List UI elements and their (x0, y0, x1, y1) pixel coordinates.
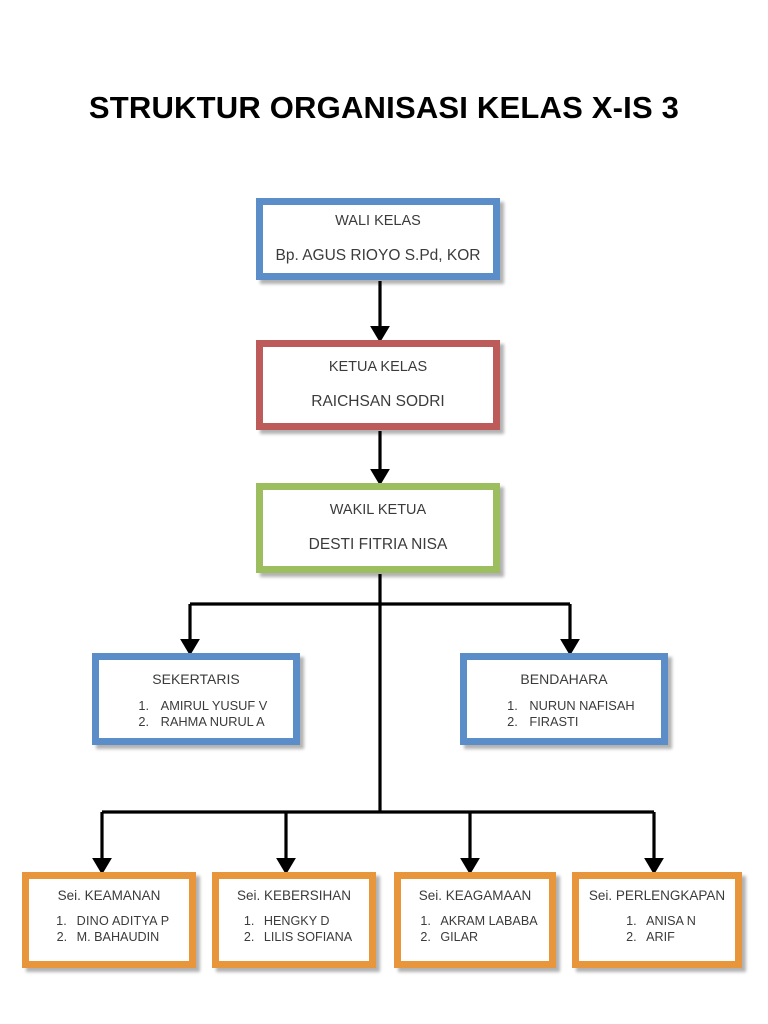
member-list: DINO ADITYA PM. BAHAUDIN (49, 913, 170, 945)
node-role: Sei. KEAGAMAAN (418, 888, 532, 903)
node-role: Sei. KEAMANAN (57, 888, 161, 903)
member-item: NURUN NAFISAH (521, 698, 634, 714)
node-sei-keamanan[interactable]: Sei. KEAMANAN DINO ADITYA PM. BAHAUDIN (22, 872, 196, 968)
member-item: ANISA N (640, 913, 696, 929)
node-ketua-kelas[interactable]: KETUA KELAS RAICHSAN SODRI (256, 340, 500, 430)
member-item: FIRASTI (521, 714, 634, 730)
member-list: ANISA NARIF (618, 913, 696, 945)
member-item: ARIF (640, 929, 696, 945)
member-item: M. BAHAUDIN (71, 929, 170, 945)
node-role: SEKERTARIS (152, 671, 240, 687)
member-item: AKRAM LABABA (434, 913, 537, 929)
node-role: KETUA KELAS (328, 358, 428, 375)
node-role: Sei. KEBERSIHAN (236, 888, 352, 903)
node-sekertaris[interactable]: SEKERTARIS AMIRUL YUSUF VRAHMA NURUL A (92, 653, 300, 745)
member-list: HENGKY DLILIS SOFIANA (236, 913, 352, 945)
member-item: HENGKY D (258, 913, 352, 929)
node-sei-keagamaan[interactable]: Sei. KEAGAMAAN AKRAM LABABAGILAR (394, 872, 556, 968)
node-person: DESTI FITRIA NISA (308, 536, 448, 554)
page-title: STRUKTUR ORGANISASI KELAS X-IS 3 (88, 90, 680, 125)
node-wali-kelas[interactable]: WALI KELAS Bp. AGUS RIOYO S.Pd, KOR (256, 198, 500, 280)
member-list: AKRAM LABABAGILAR (412, 913, 537, 945)
node-role: Sei. PERLENGKAPAN (588, 888, 726, 903)
node-role: WALI KELAS (335, 212, 421, 229)
member-item: AMIRUL YUSUF V (153, 698, 268, 714)
member-item: LILIS SOFIANA (258, 929, 352, 945)
member-item: DINO ADITYA P (71, 913, 170, 929)
node-person: RAICHSAN SODRI (311, 393, 445, 411)
node-bendahara[interactable]: BENDAHARA NURUN NAFISAHFIRASTI (460, 653, 668, 745)
node-sei-perlengkapan[interactable]: Sei. PERLENGKAPAN ANISA NARIF (572, 872, 742, 968)
node-person: Bp. AGUS RIOYO S.Pd, KOR (275, 247, 481, 265)
node-sei-kebersihan[interactable]: Sei. KEBERSIHAN HENGKY DLILIS SOFIANA (212, 872, 376, 968)
member-item: GILAR (434, 929, 537, 945)
member-item: RAHMA NURUL A (153, 714, 268, 730)
node-wakil-ketua[interactable]: WAKIL KETUA DESTI FITRIA NISA (256, 483, 500, 573)
node-role: BENDAHARA (520, 671, 608, 687)
member-list: NURUN NAFISAHFIRASTI (493, 698, 634, 731)
node-role: WAKIL KETUA (329, 501, 427, 518)
member-list: AMIRUL YUSUF VRAHMA NURUL A (125, 698, 268, 731)
